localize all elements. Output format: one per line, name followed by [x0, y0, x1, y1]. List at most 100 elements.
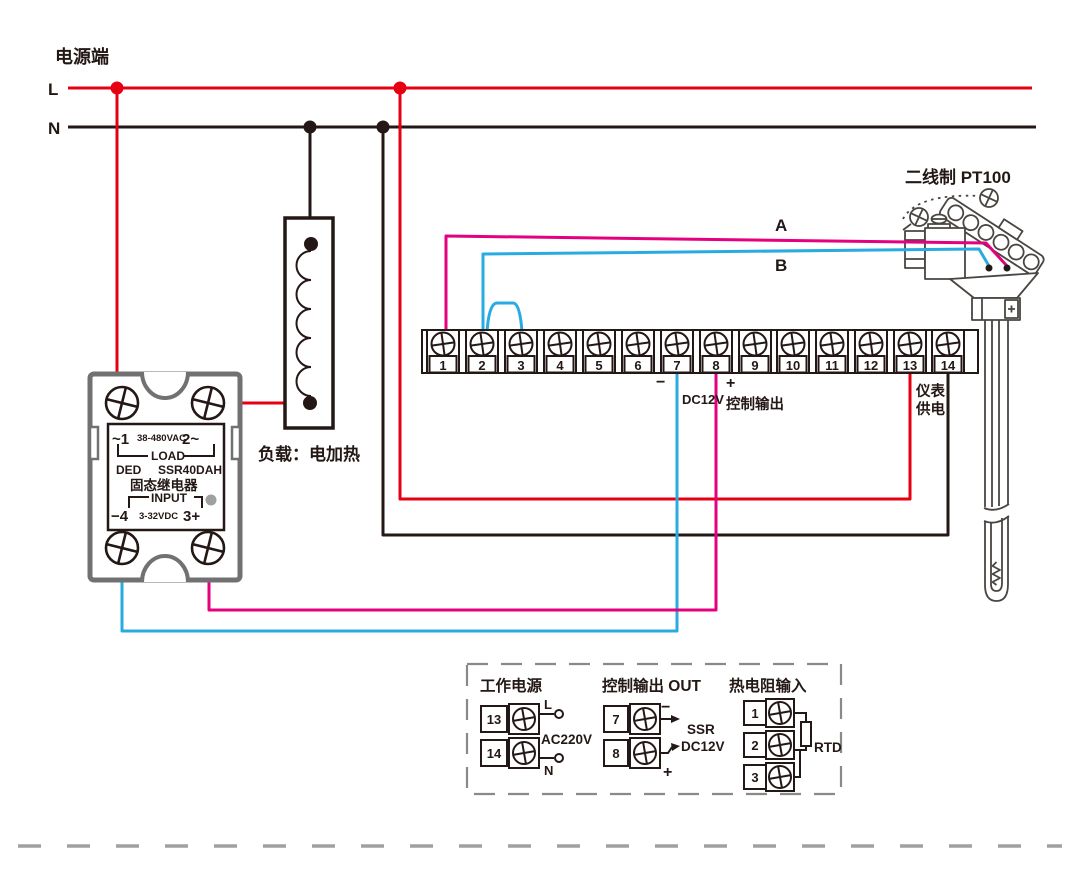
legend-dc12v-label: DC12V	[681, 739, 725, 754]
ssr-name: 固态继电器	[130, 477, 198, 493]
heater: 负载：电加热	[258, 216, 360, 464]
legend-rtd-title: 热电阻输入	[729, 676, 807, 695]
pt100-rtd-element-icon	[991, 561, 1001, 586]
wire-b-label: B	[775, 256, 787, 275]
ssr-terminal4-label: −4	[111, 508, 129, 525]
terminal-number: 8	[712, 358, 719, 373]
legend-output-group: 控制输出 OUT 7 − 8 + SSR DC12V	[602, 676, 725, 781]
junction-live-2	[393, 81, 407, 95]
terminal-number: 13	[903, 358, 917, 373]
ssr-model: SSR40DAH	[158, 463, 222, 477]
legend-border	[465, 662, 843, 796]
ssr-terminal1-label: ~1	[112, 431, 129, 448]
ssr-terminal3-label: 3+	[183, 508, 200, 525]
legend-terminal-number: 14	[487, 746, 502, 761]
terminal-number: 12	[864, 358, 878, 373]
legend-arrow-icon	[671, 715, 680, 723]
wire-neutral-to-terminal14	[381, 127, 950, 537]
pt100-lid-screw-icon-2	[976, 185, 1002, 211]
terminal-6: 6	[621, 329, 655, 374]
wire-ssr-input-plus	[207, 374, 718, 612]
heater-coil-icon	[295, 250, 312, 397]
junction-neutral-1	[303, 120, 317, 134]
wire-a	[444, 234, 1009, 332]
output-voltage-label: DC12V	[682, 392, 724, 407]
ssr: ~1 38-480VAC 2~ LOAD DED SSR40DAH 固态继电器 …	[87, 371, 243, 583]
terminal-1: 1	[426, 329, 460, 374]
legend-terminal-number: 13	[487, 712, 501, 727]
terminal-number: 5	[595, 358, 602, 373]
ssr-terminal2-label: 2~	[182, 431, 199, 448]
heater-top-junction	[304, 237, 318, 251]
wire-b-tip	[985, 264, 993, 272]
terminal-number: 9	[751, 358, 758, 373]
output-plus-label: +	[726, 375, 735, 392]
live-label: L	[48, 80, 58, 99]
terminal-14: 14	[931, 329, 965, 374]
terminal-12: 12	[854, 329, 888, 374]
legend: 工作电源 13 L AC220V 14 N 控制输出 OUT 7 −	[465, 662, 843, 796]
wires	[115, 88, 950, 633]
legend-rtd-wiring	[794, 712, 807, 778]
legend-power-title: 工作电源	[480, 676, 543, 695]
legend-terminal-number: 2	[751, 738, 758, 753]
wire-jumper-2-3	[485, 301, 524, 333]
terminal-13: 13	[893, 329, 927, 374]
output-label: 控制输出	[726, 395, 784, 413]
pt100-lid	[939, 197, 1045, 276]
heater-label: 负载：电加热	[258, 444, 360, 464]
legend-voltage-label: AC220V	[541, 732, 592, 747]
legend-terminal-number: 7	[612, 712, 619, 727]
terminal-4: 4	[543, 329, 577, 374]
legend-rtd-resistor-icon	[800, 721, 812, 747]
sensor-wires: A B	[444, 216, 1011, 333]
pt100-head-icon	[902, 185, 1045, 321]
terminal-5: 5	[582, 329, 616, 374]
meter-supply-label-2: 供电	[915, 400, 945, 418]
ssr-load-bracket	[117, 444, 215, 457]
pt100-screw-tail	[902, 223, 912, 231]
legend-rtd-label: RTD	[814, 740, 842, 755]
output-minus-label: −	[656, 374, 665, 391]
neutral-label: N	[48, 119, 60, 138]
ssr-side-tab-left	[88, 425, 100, 461]
pt100-head-body	[924, 227, 966, 280]
ssr-input-bracket	[128, 496, 203, 508]
terminal-number: 4	[556, 358, 564, 373]
legend-l-label: L	[544, 697, 552, 712]
terminal-8: 8	[699, 329, 733, 374]
meter-supply-label-1: 仪表	[915, 382, 945, 400]
terminal-9: 9	[738, 329, 772, 374]
ssr-input-text: INPUT	[151, 491, 188, 505]
legend-power-group: 工作电源 13 L AC220V 14 N	[480, 676, 592, 778]
pt100-label: 二线制 PT100	[905, 167, 1011, 187]
terminal-11: 11	[815, 329, 849, 374]
terminal-number: 3	[517, 358, 524, 373]
ssr-label-panel	[106, 422, 226, 532]
heater-body	[283, 216, 335, 430]
legend-minus-label: −	[661, 699, 670, 716]
terminal-number: 14	[941, 358, 956, 373]
ssr-vac-rating: 38-480VAC	[137, 433, 186, 444]
legend-n-contact	[554, 753, 564, 763]
junction-live-1	[110, 81, 124, 95]
ssr-vdc-rating: 3-32VDC	[139, 511, 178, 522]
legend-plus-label: +	[663, 764, 672, 781]
heater-bottom-junction	[303, 396, 317, 410]
legend-n-label: N	[544, 763, 553, 778]
legend-rtd-group: 热电阻输入 1 2 3 RTD	[729, 676, 842, 792]
ssr-brand: DED	[116, 463, 142, 477]
terminal-number: 7	[673, 358, 680, 373]
junction-neutral-2	[376, 120, 390, 134]
terminal-2: 2	[465, 329, 499, 374]
ssr-led-icon	[205, 494, 217, 506]
legend-terminal-number: 8	[612, 746, 619, 761]
terminal-3: 3	[504, 329, 538, 374]
wire-a-label: A	[775, 216, 787, 235]
wire-b	[481, 247, 991, 332]
legend-terminal-number: 3	[751, 770, 758, 785]
legend-arrow-icon	[671, 743, 680, 751]
terminal-number: 6	[634, 358, 641, 373]
wire-live-to-terminal13	[398, 88, 912, 501]
